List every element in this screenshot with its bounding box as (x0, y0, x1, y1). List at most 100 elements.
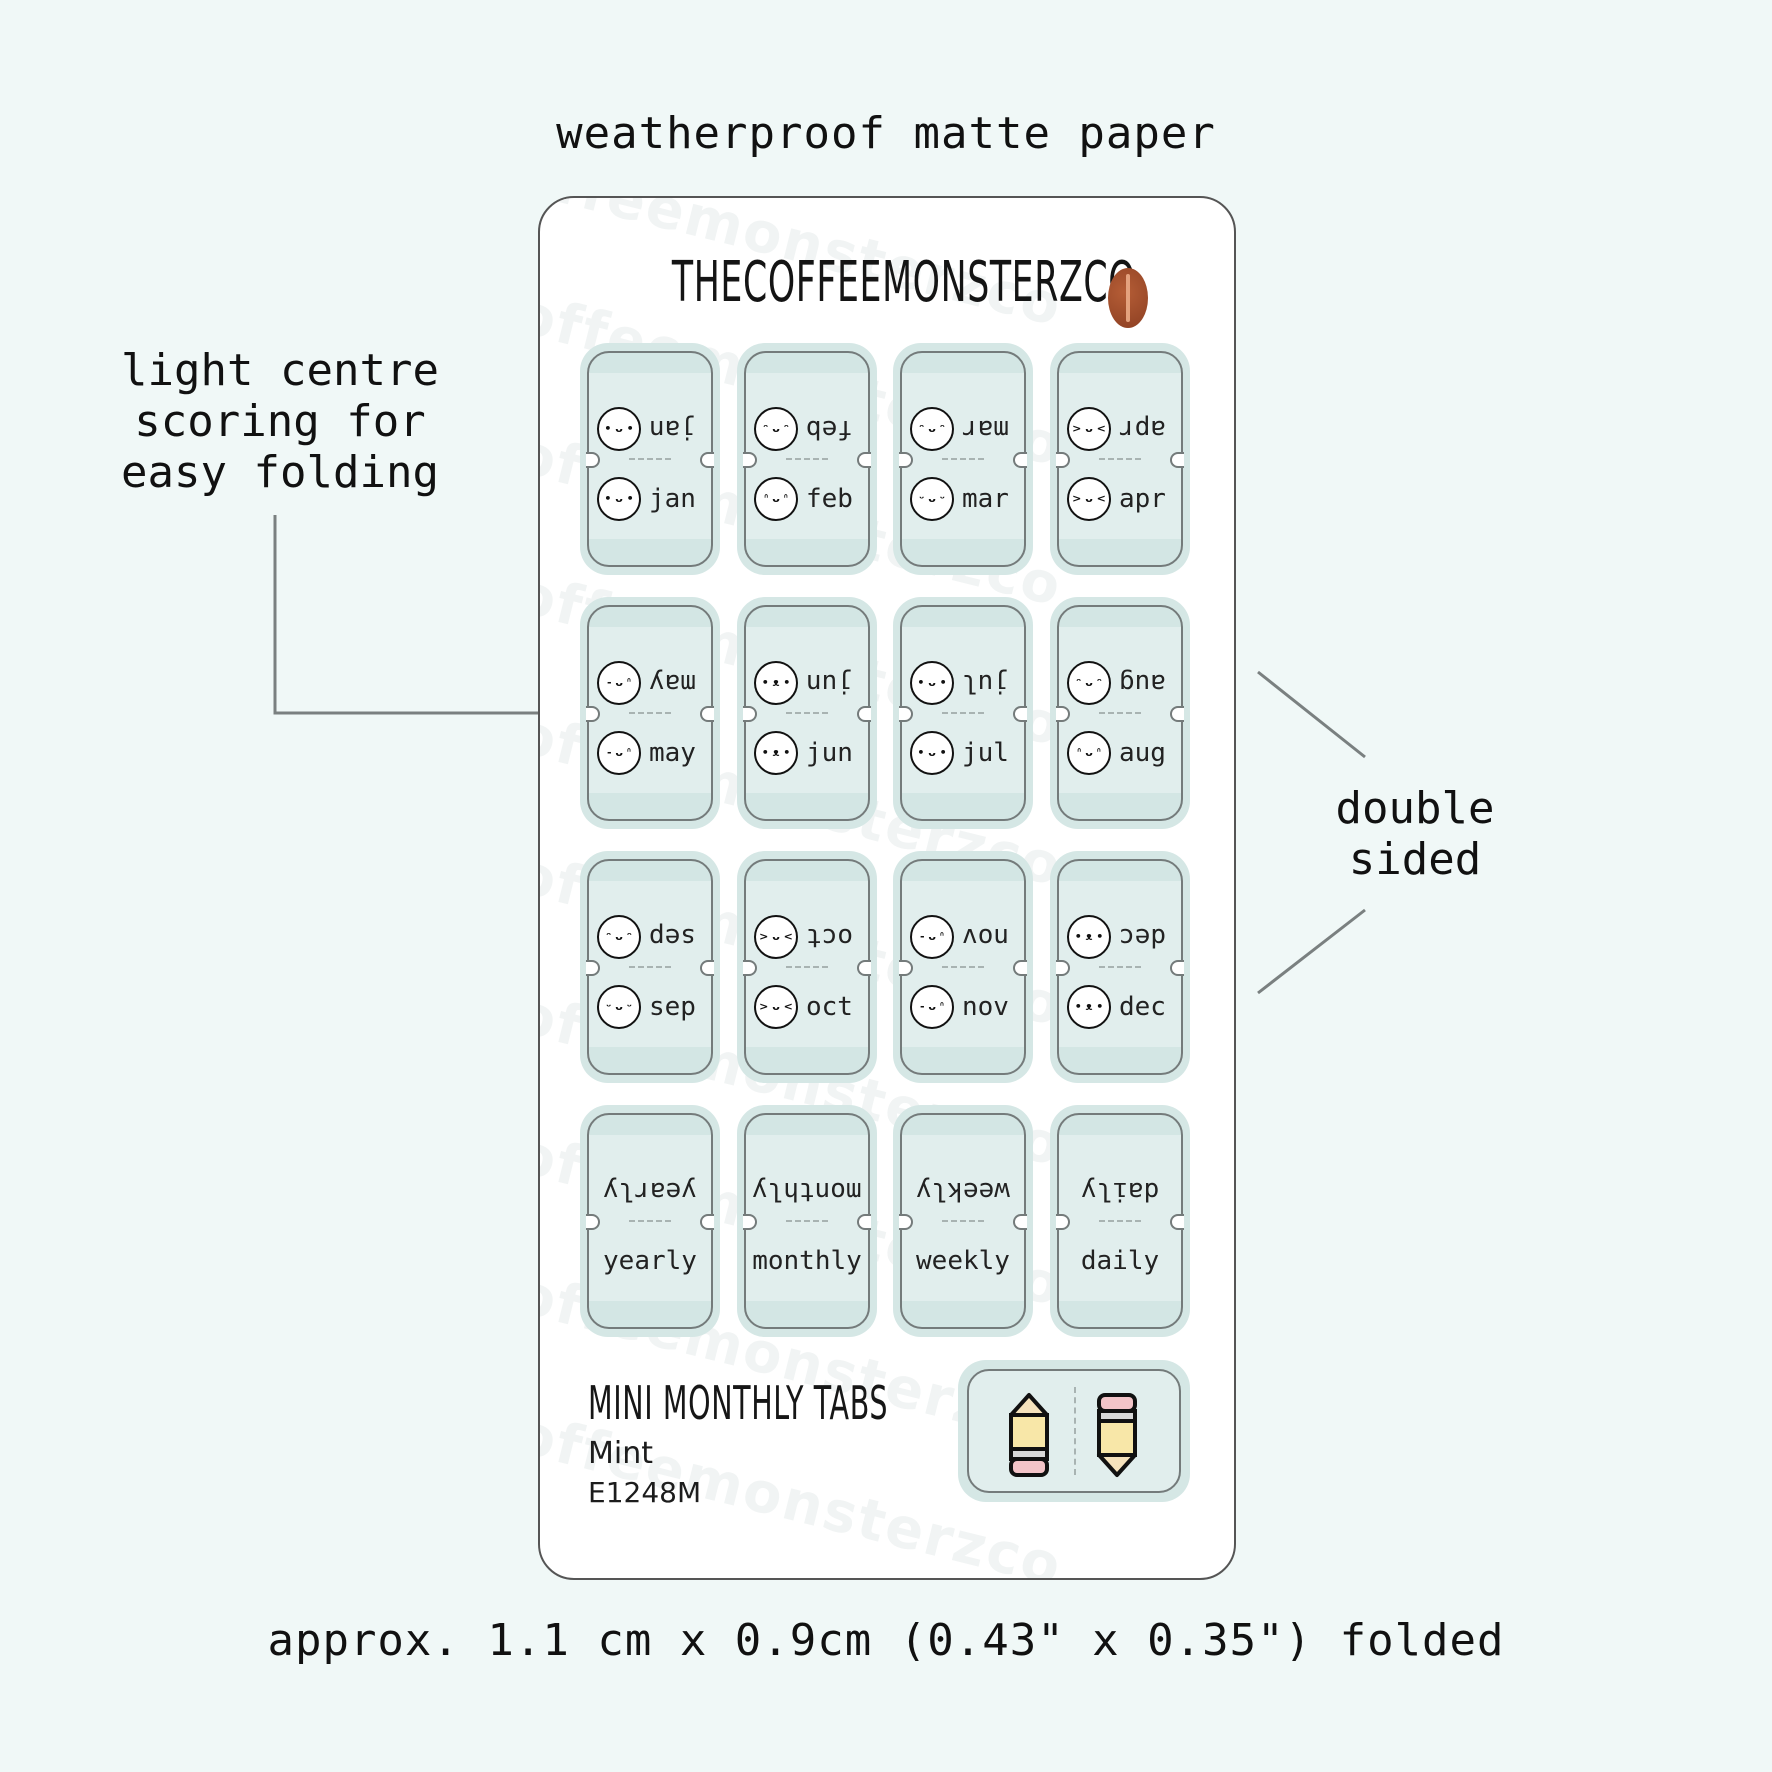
month-tab-jul: • ᴗ •jul• ᴗ •jul (893, 597, 1033, 829)
tab-front-side: • ᴗ •jul (910, 729, 1020, 777)
monster-face-icon: ᵔ ᴗ ᵔ (910, 407, 954, 451)
tab-label: monthly (752, 1246, 862, 1276)
tab-label: dec (1119, 922, 1166, 952)
monster-face-icon: • ᴗ • (597, 477, 641, 521)
double-sided-callout-top (1257, 670, 1366, 759)
fold-line (786, 458, 828, 460)
tab-label: jan (649, 414, 696, 444)
tab-outline: • ᴥ •jun• ᴥ •jun (743, 605, 871, 821)
product-color: Mint (588, 1436, 653, 1471)
fold-notch (700, 960, 714, 976)
month-tab-oct: > ᴗ < oct > ᴗ < oct (737, 851, 877, 1083)
fold-line (1099, 1220, 1141, 1222)
tab-label: feb (806, 484, 853, 514)
tab-front-side: • ᴗ • jan (597, 475, 707, 523)
monster-face-icon: • ᴗ • (910, 731, 954, 775)
tab-label: aug (1119, 738, 1166, 768)
size-annotation: approx. 1.1 cm x 0.9cm (0.43" x 0.35") f… (267, 1615, 1505, 1666)
tab-front-side: > ᴗ <apr (1067, 475, 1177, 523)
fold-notch (700, 706, 714, 722)
tab-front-side: monthly (746, 1237, 868, 1285)
tab-label: oct (806, 992, 853, 1022)
fold-notch (743, 960, 757, 976)
monster-face-icon: ᵕ ᴗ ᵕ (910, 477, 954, 521)
tab-label: jun (806, 738, 853, 768)
pencil-tab-sticker (958, 1360, 1190, 1502)
word-tab-monthly: monthly monthly (737, 1105, 877, 1337)
fold-line (942, 966, 984, 968)
double-sided-callout-bottom (1257, 908, 1366, 995)
tab-front-side: daily (1059, 1167, 1181, 1215)
tab-outline: • ᴗ •jul• ᴗ •jul (899, 605, 1027, 821)
fold-line (786, 1220, 828, 1222)
monster-face-icon: > ᴗ < (754, 985, 798, 1029)
tab-label: aug (1119, 668, 1166, 698)
fold-notch (1170, 452, 1184, 468)
fold-line (629, 458, 671, 460)
tab-label: oct (806, 922, 853, 952)
tab-label: feb (806, 414, 853, 444)
fold-notch (1013, 1214, 1027, 1230)
monster-face-icon: > ᴗ < (1067, 407, 1111, 451)
fold-line (786, 966, 828, 968)
tab-label: monthly (752, 1176, 862, 1206)
fold-notch (857, 706, 871, 722)
tab-front-side: yearly (589, 1237, 711, 1285)
tab-outline: • ᴗ • jan • ᴗ • jan (586, 351, 714, 567)
monster-face-icon: - ᴗ ᐢ (597, 661, 641, 705)
fold-notch (899, 1214, 913, 1230)
fold-notch (1056, 452, 1070, 468)
fold-notch (899, 452, 913, 468)
monster-face-icon: ᵕ ᴗ ᵕ (597, 985, 641, 1029)
fold-line (1099, 458, 1141, 460)
monster-face-icon: • ᴥ • (1067, 985, 1111, 1029)
tab-outline: weekly weekly (899, 1113, 1027, 1329)
tab-front-side: weekly (902, 1237, 1024, 1285)
tab-label: yearly (603, 1176, 697, 1206)
tab-label: may (649, 738, 696, 768)
fold-notch (1170, 706, 1184, 722)
monster-face-icon: • ᴥ • (754, 731, 798, 775)
fold-line (1099, 966, 1141, 968)
tab-label: daily (1080, 1176, 1160, 1206)
monster-face-icon: ᵔ ᴗ ᵔ (597, 915, 641, 959)
monster-face-icon: ᵔ ᴗ ᵔ (1067, 661, 1111, 705)
fold-notch (1170, 960, 1184, 976)
product-title: MINI MONTHLY TABS (588, 1376, 889, 1430)
tab-label: jan (649, 484, 696, 514)
fold-notch (1056, 706, 1070, 722)
word-tab-yearly: yearly yearly (580, 1105, 720, 1337)
tab-label: jul (962, 668, 1009, 698)
pencil-icon (1097, 1393, 1137, 1477)
monster-face-icon: • ᴗ • (910, 661, 954, 705)
word-tab-daily: daily daily (1050, 1105, 1190, 1337)
monster-face-icon: > ᴗ < (754, 915, 798, 959)
tab-label: dec (1119, 992, 1166, 1022)
tab-front-side: monthly (746, 1167, 868, 1215)
tab-label: nov (962, 992, 1009, 1022)
fold-notch (899, 960, 913, 976)
tab-outline: yearly yearly (586, 1113, 714, 1329)
fold-notch (700, 1214, 714, 1230)
product-code: E1248M (588, 1476, 702, 1509)
fold-notch (743, 706, 757, 722)
fold-notch (1056, 960, 1070, 976)
monster-face-icon: • ᴗ • (597, 407, 641, 451)
scoring-annotation: light centre scoring for easy folding (121, 345, 439, 498)
tab-front-side: yearly (589, 1167, 711, 1215)
tab-label: daily (1080, 1246, 1160, 1276)
tab-outline: > ᴗ <apr> ᴗ <apr (1056, 351, 1184, 567)
tab-label: nov (962, 922, 1009, 952)
fold-notch (1013, 706, 1027, 722)
tab-front-side: weekly (902, 1167, 1024, 1215)
